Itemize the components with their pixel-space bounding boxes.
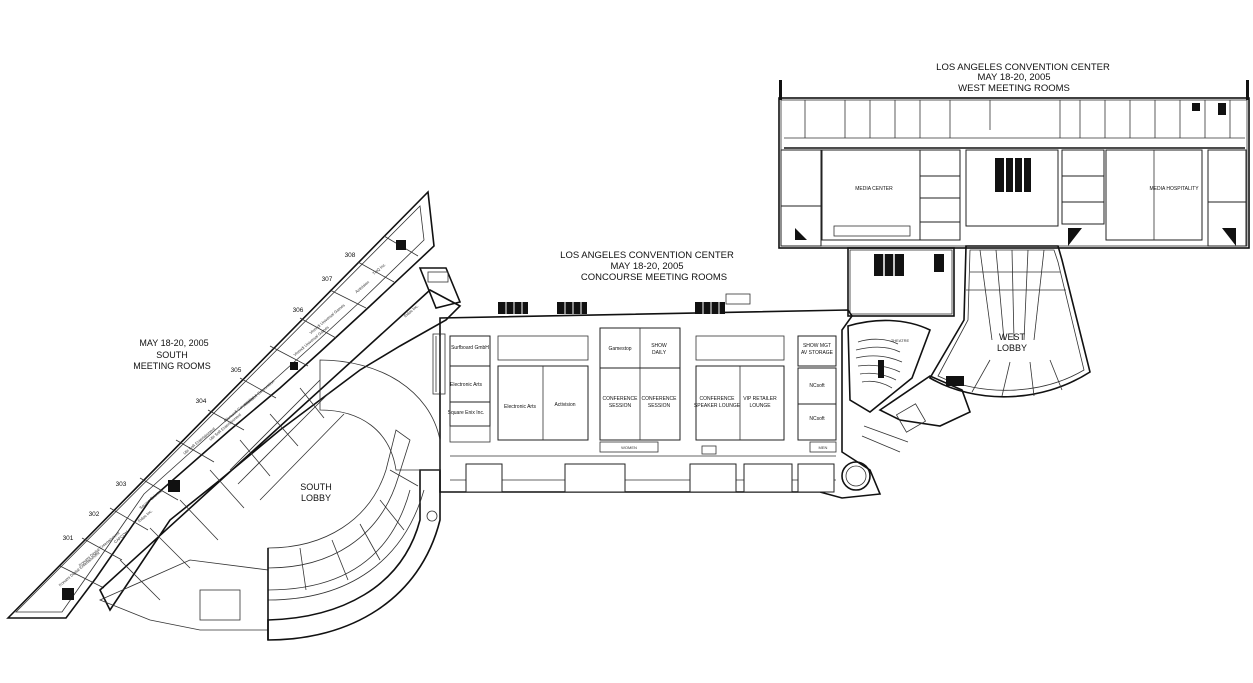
- room-number-306: 306: [293, 307, 304, 314]
- room-speaker-lounge-2: SPEAKER LOUNGE: [694, 403, 741, 409]
- room-activision-south[interactable]: Activision: [354, 280, 370, 295]
- room-number-305: 305: [231, 367, 242, 374]
- south-lobby-label-2: LOBBY: [301, 493, 331, 503]
- concourse-title-dates: MAY 18-20, 2005: [610, 261, 683, 272]
- room-theatre[interactable]: THEATRE: [891, 338, 910, 343]
- south-wing: [6, 190, 462, 641]
- west-title-dates: MAY 18-20, 2005: [977, 72, 1050, 83]
- room-gamestop[interactable]: Gamestop: [608, 346, 631, 352]
- room-ncsoft-1[interactable]: NCsoft: [809, 383, 825, 389]
- west-title-venue: LOS ANGELES CONVENTION CENTER: [936, 62, 1110, 73]
- room-square-enix[interactable]: Square Enix Inc.: [448, 410, 485, 416]
- west-lobby-label-1: WEST: [999, 332, 1026, 342]
- restroom-women: WOMEN: [621, 445, 637, 450]
- room-show-daily-2: DAILY: [652, 350, 667, 356]
- room-square-enix-south[interactable]: Square Enix Inc.: [138, 487, 164, 510]
- room-electronic-arts-small[interactable]: Electronic Arts: [450, 382, 482, 388]
- west-title-section: WEST MEETING ROOMS: [958, 83, 1070, 94]
- room-number-301: 301: [63, 535, 74, 542]
- room-number-303: 303: [116, 481, 127, 488]
- room-media-hospitality[interactable]: MEDIA HOSPITALITY: [1149, 186, 1199, 192]
- room-show-daily-1[interactable]: SHOW: [651, 343, 667, 349]
- west-wing: [778, 80, 1250, 398]
- room-ncsoft-2[interactable]: NCsoft: [809, 416, 825, 422]
- room-vip-lounge-2: LOUNGE: [749, 403, 771, 409]
- room-av-storage-2: AV STORAGE: [801, 350, 834, 356]
- room-vip-lounge-1[interactable]: VIP RETAILER: [743, 396, 777, 402]
- restroom-men: MEN: [819, 445, 828, 450]
- room-electronic-arts-large[interactable]: Electronic Arts: [504, 404, 536, 410]
- room-activision[interactable]: Activision: [554, 402, 575, 408]
- concourse-wing: [432, 293, 972, 499]
- room-conference-session-a-2: SESSION: [609, 403, 632, 409]
- south-title-section-1: SOUTH: [156, 350, 188, 360]
- concourse-title-section: CONCOURSE MEETING ROOMS: [581, 272, 727, 283]
- room-number-302: 302: [89, 511, 100, 518]
- south-title-section-2: MEETING ROOMS: [133, 361, 211, 371]
- room-conference-session-b-2: SESSION: [648, 403, 671, 409]
- room-conference-session-b-1[interactable]: CONFERENCE: [641, 396, 677, 402]
- room-conference-session-a-1[interactable]: CONFERENCE: [602, 396, 638, 402]
- concourse-title-venue: LOS ANGELES CONVENTION CENTER: [560, 250, 734, 261]
- room-konami-2[interactable]: Konami Digital Entertainment: [58, 550, 102, 588]
- west-lobby-label-2: LOBBY: [997, 343, 1027, 353]
- room-number-307: 307: [322, 276, 333, 283]
- room-eidos[interactable]: Eidos Inc.: [403, 303, 420, 318]
- room-surfboard[interactable]: Surfboard GmbH: [451, 345, 489, 351]
- room-speaker-lounge-1[interactable]: CONFERENCE: [699, 396, 735, 402]
- south-lobby-label-1: SOUTH: [300, 482, 332, 492]
- room-media-center[interactable]: MEDIA CENTER: [855, 186, 893, 192]
- room-number-304: 304: [196, 398, 207, 405]
- south-title-dates: MAY 18-20, 2005: [139, 338, 208, 348]
- room-av-storage-1[interactable]: SHOW MGT: [803, 343, 831, 349]
- room-number-308: 308: [345, 252, 356, 259]
